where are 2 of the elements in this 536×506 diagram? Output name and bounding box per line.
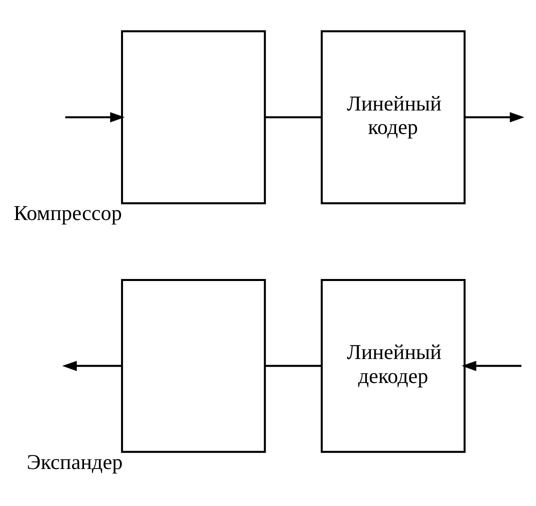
node-label: Компрессор	[14, 200, 122, 225]
node-label: Экспандер	[26, 449, 123, 474]
